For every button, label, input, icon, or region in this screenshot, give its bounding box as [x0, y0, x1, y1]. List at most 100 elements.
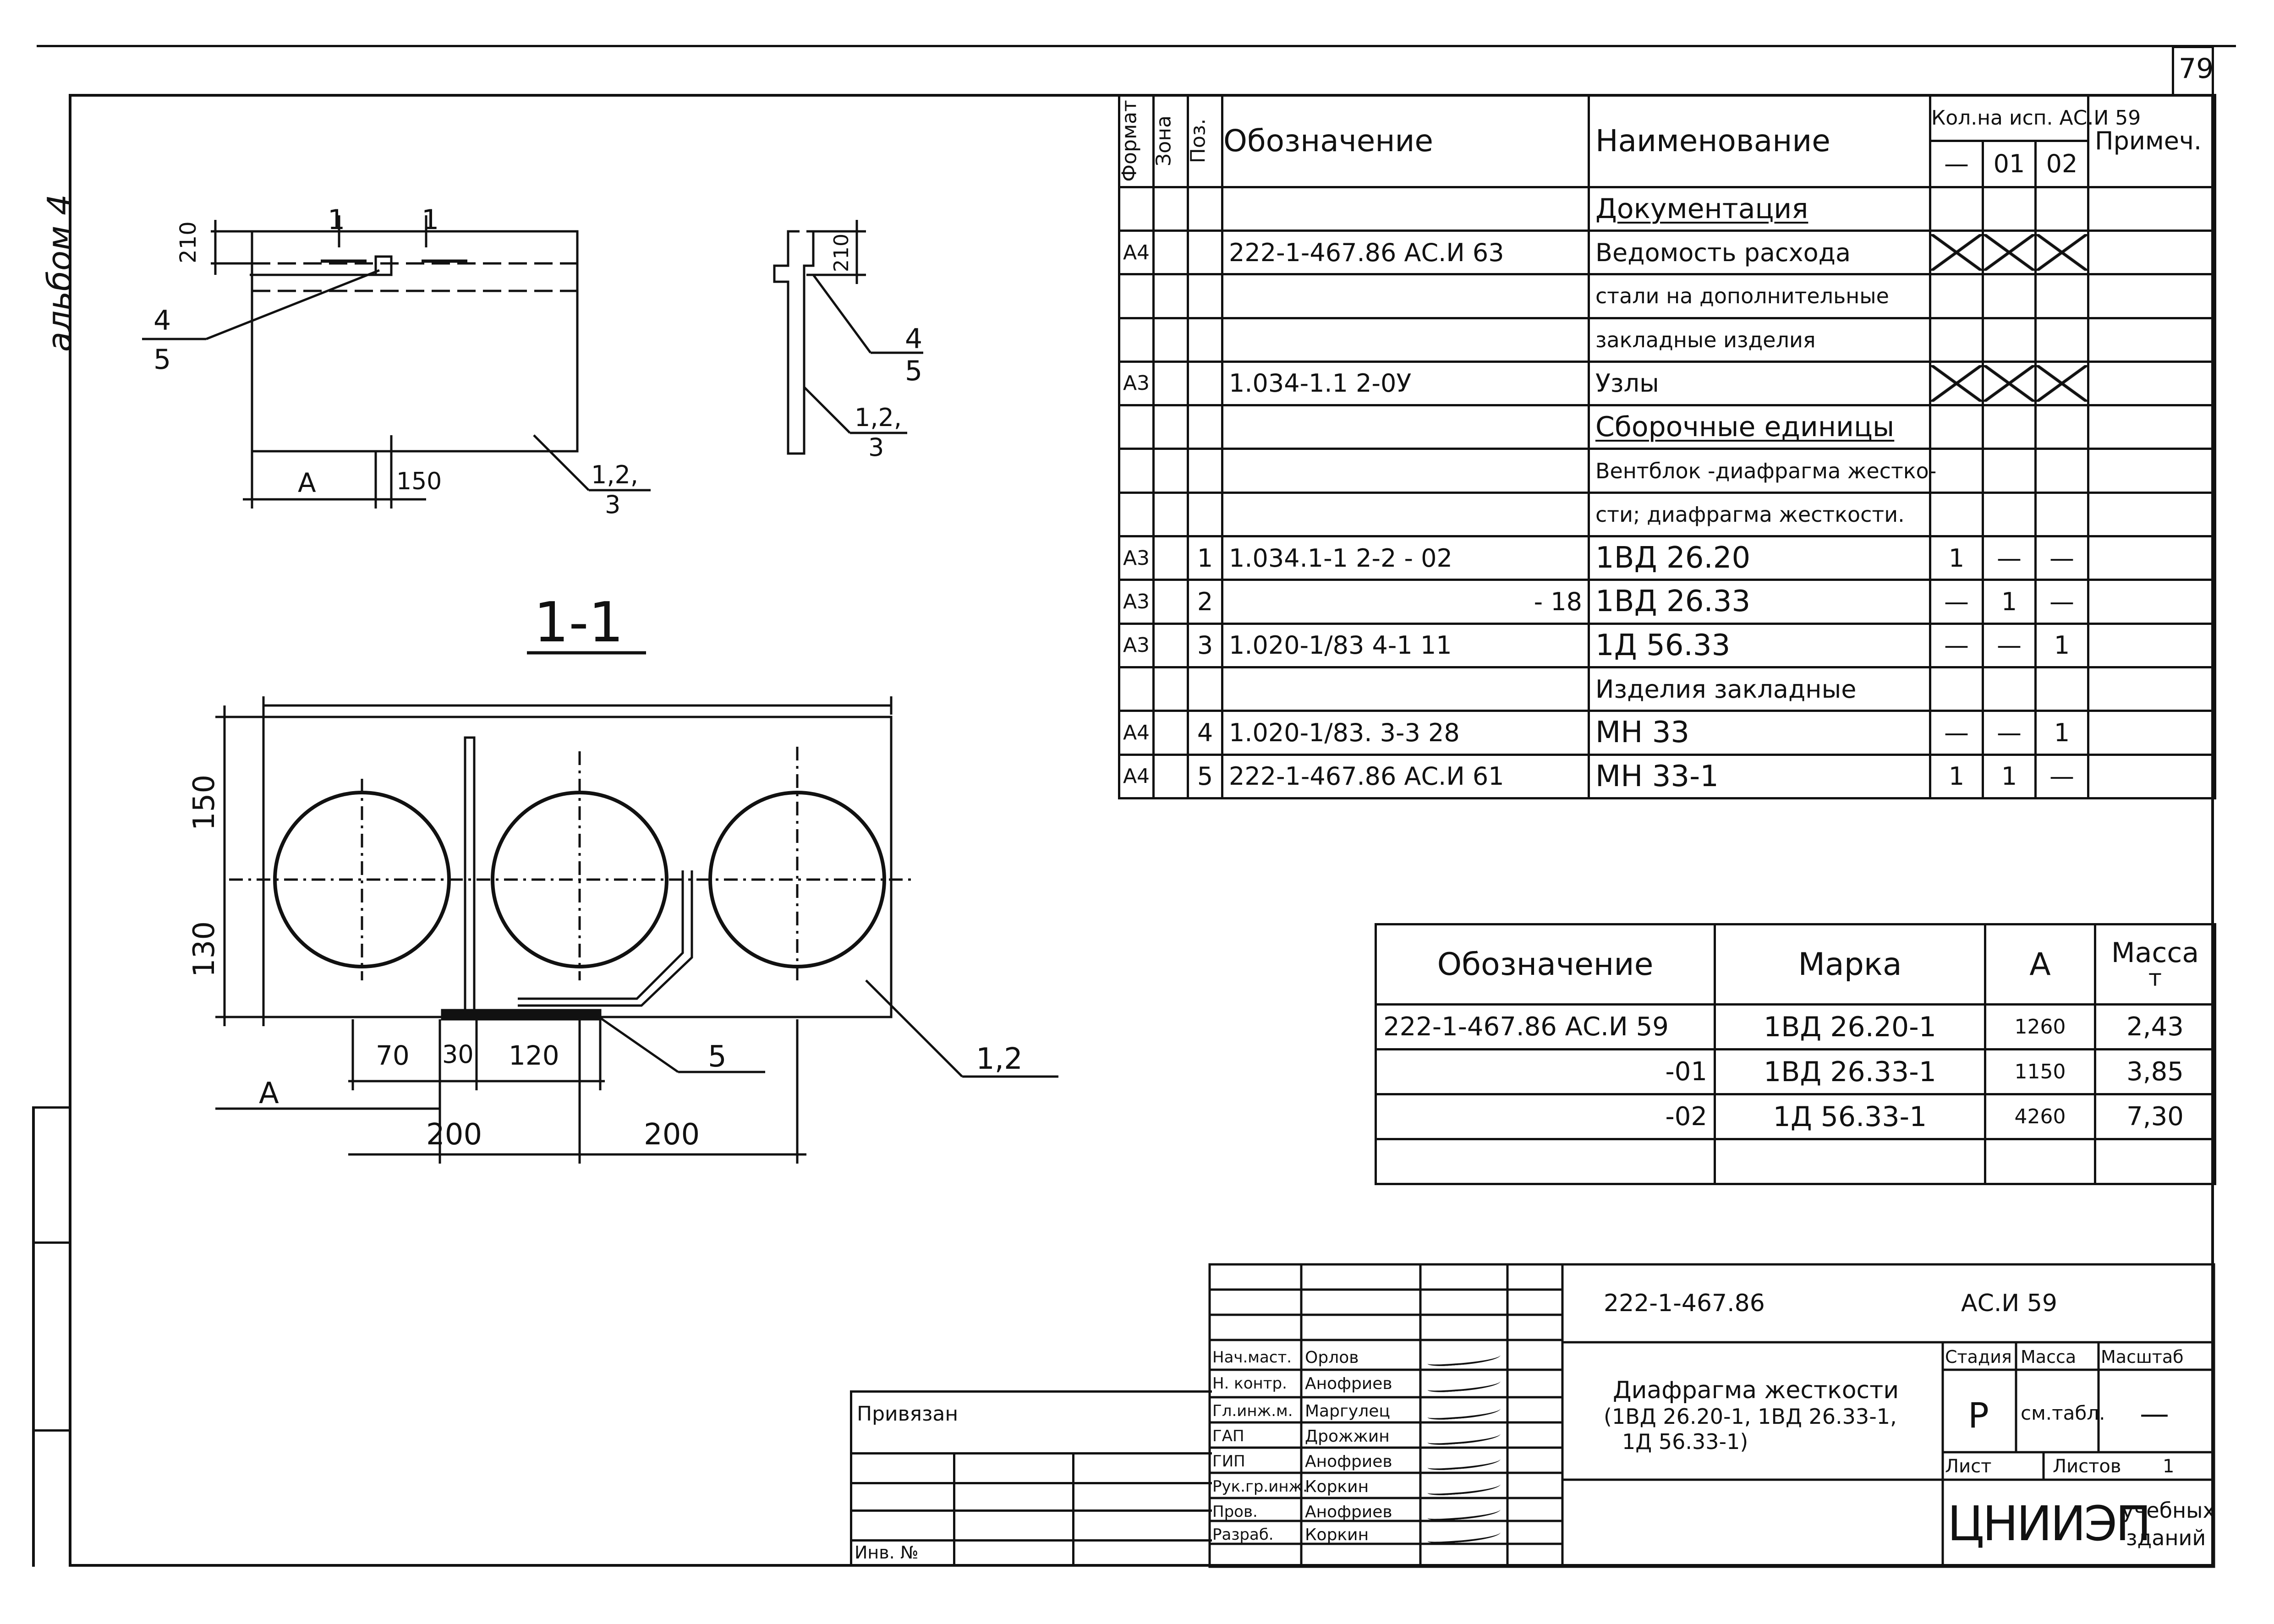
spec-pos-cell	[1187, 317, 1223, 363]
margin-strip-tick	[32, 1241, 71, 1244]
spec-pos-cell: 1	[1187, 535, 1223, 581]
section-title: 1-1	[534, 591, 624, 655]
spec-designation-cell: 1.020-1/83 4-1 11	[1221, 622, 1590, 668]
not-applicable-cross	[1931, 234, 1982, 271]
spec-format-cell	[1118, 448, 1155, 494]
tb-mass-label: Масса	[2021, 1347, 2077, 1367]
page-number: 79	[2179, 53, 2214, 85]
spec-zone-cell	[1152, 710, 1189, 756]
tb-org-name: ЦНИИЭП	[1947, 1496, 2151, 1552]
spec-qty-cell	[1929, 317, 1984, 363]
spec-row: Вентблок -диафрагма жестко-	[1118, 448, 2217, 494]
tb-sheets-value: 1	[2163, 1456, 2175, 1477]
spec-format-cell	[1118, 666, 1155, 712]
spec-section-heading: Документация	[1588, 186, 1931, 232]
tb-org-sub-1: учебных	[2121, 1498, 2215, 1523]
tb-signature-name: Анофриев	[1305, 1452, 1392, 1471]
side-view-callout-123: 1,2,	[855, 403, 902, 432]
tb-stage-label: Стадия	[1945, 1347, 2012, 1367]
not-applicable-cross	[1984, 234, 2034, 271]
page-number-box	[2172, 46, 2214, 95]
spec-zone-cell	[1152, 317, 1189, 363]
header-pos: Поз.	[1187, 94, 1223, 188]
tb-doc-sheet-code: АС.И 59	[1961, 1290, 2058, 1317]
spec-designation-cell: 1.020-1/83. 3-3 28	[1221, 710, 1590, 756]
spec-designation-cell: 1.034-1.1 2-0У	[1221, 360, 1590, 407]
spec-qty-cell	[2034, 404, 2090, 450]
margin-strip-tick	[32, 1429, 71, 1432]
spec-zone-cell	[1152, 404, 1189, 450]
spec-designation-cell	[1221, 448, 1590, 494]
spec-zone-cell	[1152, 579, 1189, 625]
spec-qty-cell: —	[1982, 535, 2037, 581]
spec-name-cell: Изделия закладные	[1588, 666, 1931, 712]
spec-zone-cell	[1152, 535, 1189, 581]
header-qty-01: 01	[1982, 140, 2037, 188]
spec-row: сти; диафрагма жесткости.	[1118, 491, 2217, 538]
spec-format-cell: А3	[1118, 360, 1155, 407]
spec-qty-cell	[1982, 404, 2037, 450]
spec-designation-cell: 222-1-467.86 АС.И 61	[1221, 753, 1590, 799]
header-zone: Зона	[1152, 94, 1189, 188]
tb-sheets-label: Листов	[2053, 1456, 2121, 1477]
spec-pos-cell: 5	[1187, 753, 1223, 799]
spec-name-cell: 1ВД 26.33	[1588, 579, 1931, 625]
spec-pos-cell	[1187, 360, 1223, 407]
spec-row: закладные изделия	[1118, 317, 2217, 363]
spec-qty-cell	[1982, 273, 2037, 319]
tb-signature-role: ГИП	[1212, 1452, 1245, 1471]
spec-note-cell	[2087, 317, 2217, 363]
spec-qty-cell: 1	[2034, 622, 2090, 668]
frame-left	[69, 94, 71, 1567]
spec-qty-cell	[1929, 491, 1984, 538]
var-mark-cell: 1ВД 26.20-1	[1714, 1003, 1986, 1050]
tb-scale-label: Масштаб	[2101, 1347, 2184, 1367]
top-view-callout-4: 4	[153, 305, 171, 337]
spec-qty-cell: —	[1929, 579, 1984, 625]
section-dim-150: 150	[187, 774, 222, 831]
spec-qty-cell	[2034, 186, 2090, 232]
tb-mass-value: см.табл.	[2021, 1402, 2105, 1424]
spec-qty-cell	[2034, 448, 2090, 494]
var-mass-cell	[2094, 1138, 2216, 1185]
spec-name-cell: сти; диафрагма жесткости.	[1588, 491, 1931, 538]
inv-label: Инв. №	[855, 1542, 919, 1563]
spec-format-cell	[1118, 404, 1155, 450]
spec-pos-cell: 2	[1187, 579, 1223, 625]
linked-line	[850, 1452, 1212, 1454]
top-trim-line	[37, 45, 2236, 47]
spec-qty-cell	[2034, 491, 2090, 538]
spec-row: Документация	[1118, 186, 2217, 232]
linked-line	[850, 1539, 1212, 1542]
spec-qty-cell	[1929, 448, 1984, 494]
spec-designation-cell	[1221, 404, 1590, 450]
spec-qty-cell	[1982, 666, 2037, 712]
spec-designation-cell: - 18	[1221, 579, 1590, 625]
spec-designation-cell: 222-1-467.86 АС.И 63	[1221, 229, 1590, 276]
tb-signature-name: Коркин	[1305, 1477, 1369, 1496]
not-applicable-cross	[2037, 365, 2088, 402]
tb-signature-name: Орлов	[1305, 1348, 1359, 1367]
spec-format-cell	[1118, 491, 1155, 538]
side-view-profile	[773, 230, 815, 455]
spec-zone-cell	[1152, 491, 1189, 538]
margin-strip-line	[32, 1106, 35, 1567]
spec-qty-cell	[1982, 317, 2037, 363]
var-designation-cell: 222-1-467.86 АС.И 59	[1375, 1003, 1716, 1050]
var-header-mass-label: Масса	[2111, 937, 2199, 969]
var-mass-cell: 7,30	[2094, 1093, 2216, 1140]
header-qty-group: Кол.на исп. АС.И 59	[1929, 93, 2141, 142]
header-designation: Обозначение	[1221, 94, 1590, 188]
var-a-cell: 1260	[1984, 1003, 2096, 1050]
var-mark-cell: 1ВД 26.33-1	[1714, 1048, 1986, 1095]
tb-signature-name: Маргулец	[1305, 1402, 1390, 1421]
header-qty-base: —	[1929, 140, 1984, 188]
spec-pos-cell	[1187, 273, 1223, 319]
embedded-plate	[374, 255, 393, 276]
spec-note-cell	[2087, 229, 2217, 276]
frame-right	[2211, 94, 2214, 1567]
tb-signature-role: Нач.маст.	[1212, 1348, 1292, 1367]
spec-note-cell	[2087, 753, 2217, 799]
